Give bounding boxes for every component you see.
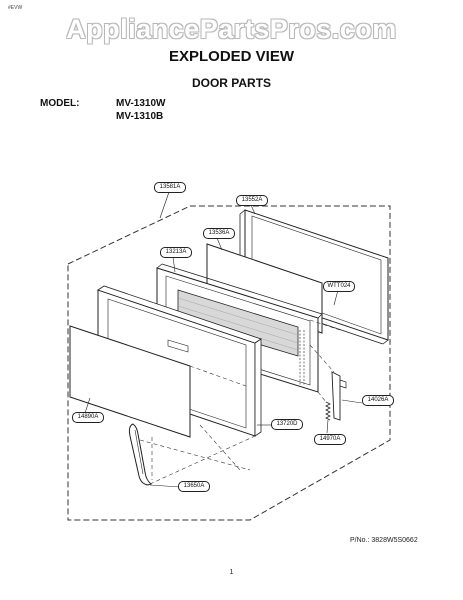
model-label: MODEL: bbox=[40, 98, 80, 109]
latch-spring-part bbox=[325, 401, 331, 421]
callout-13213A: 13213A bbox=[160, 247, 192, 258]
callout-leaders bbox=[84, 204, 363, 488]
callout-14970A: 14970A bbox=[314, 434, 346, 445]
leader-line bbox=[159, 191, 170, 219]
assembly-boundary bbox=[67, 205, 391, 521]
model-number-2: MV-1310B bbox=[116, 111, 164, 122]
watermark: AppliancePartsPros.com bbox=[66, 14, 397, 44]
door-handle-part bbox=[128, 423, 153, 486]
latch-hook-part bbox=[331, 371, 347, 421]
callout-13720D: 13720D bbox=[271, 419, 303, 430]
page-number: 1 bbox=[229, 569, 234, 576]
assembly-guides bbox=[139, 319, 341, 485]
callout-14890A: 14890A bbox=[72, 412, 104, 423]
callout-14026A: 14026A bbox=[362, 395, 394, 406]
part-number: P/No.: 3828W5S0662 bbox=[350, 537, 418, 544]
callout-WTT024: WTT024 bbox=[323, 281, 355, 292]
glass-panel-part bbox=[69, 325, 191, 438]
page-subtitle: DOOR PARTS bbox=[191, 76, 272, 90]
callout-13581A: 13581A bbox=[154, 182, 186, 193]
callout-13552A: 13552A bbox=[236, 195, 268, 206]
corner-tag: #EVW bbox=[8, 5, 23, 11]
callout-13650A: 13650A bbox=[178, 481, 210, 492]
page-title: EXPLODED VIEW bbox=[168, 48, 295, 65]
callout-13536A: 13536A bbox=[203, 228, 235, 239]
model-number-1: MV-1310W bbox=[116, 98, 166, 109]
